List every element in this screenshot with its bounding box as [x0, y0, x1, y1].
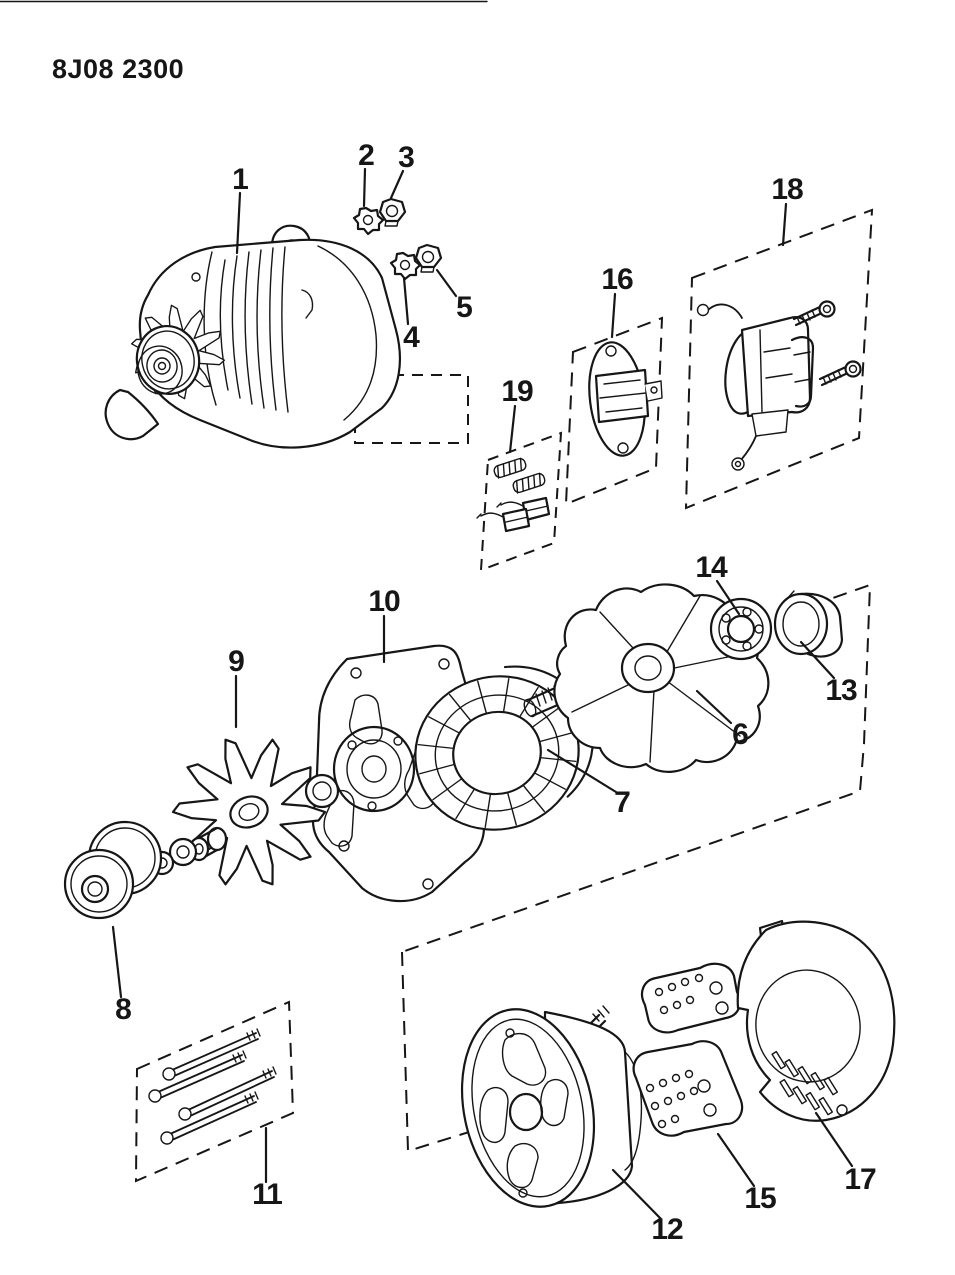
shaft-nut [153, 357, 171, 375]
part-2-lock-washer [352, 206, 385, 236]
callout-1-label: 1 [232, 163, 248, 196]
leader-6 [695, 689, 733, 725]
callout-9-label: 9 [228, 645, 244, 678]
callout-18-label: 18 [771, 173, 803, 206]
callout-15-label: 15 [744, 1182, 776, 1215]
wire-terminal [696, 303, 710, 317]
slit [785, 590, 795, 601]
callout-6-label: 6 [732, 718, 748, 751]
cover-bolt [836, 1104, 848, 1116]
callout-19-label: 19 [501, 375, 533, 408]
part-14-bearing [709, 597, 773, 661]
part-4-lock-washer [389, 251, 422, 281]
brush-lead [496, 501, 524, 508]
part-15-rectifier [632, 962, 744, 1137]
callout-14-label: 14 [695, 551, 728, 584]
leader-15 [716, 1132, 756, 1188]
brush-spring [512, 472, 546, 494]
leader-5 [435, 268, 458, 298]
callout-leader-lines [111, 167, 854, 1221]
leader-8 [111, 925, 123, 999]
leader-3 [389, 169, 405, 200]
bolt [160, 1091, 259, 1145]
part-16-box [564, 316, 664, 506]
regulator-terminal [644, 380, 663, 402]
web-cutout [348, 694, 383, 745]
web-cutout [540, 1078, 569, 1127]
part-17-end-cover [736, 919, 896, 1122]
seal-ring [304, 773, 340, 809]
brush-spring [493, 457, 527, 479]
figure-code: 8J08 2300 [52, 54, 184, 84]
brush-lead [476, 512, 504, 519]
callout-17-label: 17 [844, 1163, 876, 1196]
leader-16 [610, 292, 617, 339]
bolt [148, 1050, 247, 1103]
leader-17 [814, 1111, 854, 1168]
part-1-alternator-assembly [104, 224, 402, 449]
leader-4 [402, 276, 410, 326]
leader-14 [715, 579, 741, 616]
leader-19 [508, 404, 517, 454]
bolt [178, 1066, 277, 1121]
leader-12 [611, 1168, 663, 1221]
wire-terminal [731, 457, 745, 471]
part-11-box [134, 1000, 295, 1183]
callout-5-label: 5 [456, 291, 472, 324]
callout-10-label: 10 [368, 585, 400, 618]
part-12-rectifier-end-housing [460, 1005, 643, 1208]
callout-labels: 1 2 3 4 5 6 7 8 9 10 11 12 13 14 15 16 1… [115, 139, 877, 1246]
part-3-nut [378, 197, 407, 227]
vent-slots [771, 1050, 839, 1116]
web-cutout [501, 1033, 547, 1086]
lower-ear [104, 388, 160, 441]
leader-1 [235, 191, 242, 255]
laminations [417, 678, 577, 828]
leader-13 [799, 640, 836, 680]
part-5-nut [414, 243, 443, 273]
part-13-retainer-collar [773, 590, 844, 658]
bolt [162, 1028, 261, 1081]
callout-13-label: 13 [825, 674, 857, 707]
part-18-box [684, 208, 874, 510]
callout-7-label: 7 [614, 786, 630, 819]
callout-12-label: 12 [651, 1213, 683, 1246]
callout-16-label: 16 [601, 263, 633, 296]
wire [740, 435, 757, 461]
web-cutout [479, 1086, 509, 1143]
web-cutout [506, 1142, 539, 1189]
leader-2 [362, 167, 367, 208]
callout-2-label: 2 [358, 139, 374, 172]
screw [792, 300, 836, 327]
part-18-brush-holder [696, 300, 862, 471]
callout-4-label: 4 [403, 321, 420, 354]
leader-18 [781, 202, 788, 247]
part-19-brush-set [476, 457, 551, 533]
web-cutout [323, 789, 355, 847]
rotor-group-box [401, 583, 872, 953]
part-11-through-bolts [148, 1028, 277, 1145]
bearing-boss [332, 725, 416, 813]
shaft-washer [168, 837, 198, 867]
callout-11-label: 11 [252, 1178, 282, 1211]
leader-7 [546, 748, 618, 794]
screw [818, 360, 862, 387]
part-9-fan [171, 738, 327, 886]
part-16-voltage-regulator [588, 341, 663, 457]
callout-8-label: 8 [115, 993, 131, 1026]
part-8-pulley [63, 820, 163, 920]
shaft-threads [535, 685, 559, 707]
callout-3-label: 3 [398, 141, 414, 174]
